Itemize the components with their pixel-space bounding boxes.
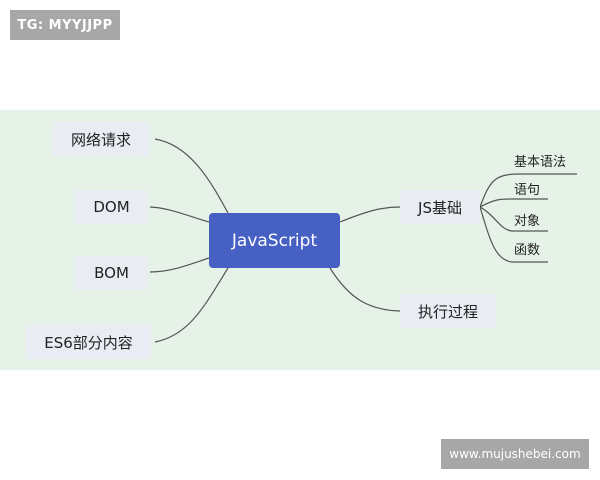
link-basic-syntax — [479, 173, 577, 208]
sub-object: 对象 — [514, 214, 541, 229]
link-exec — [329, 267, 401, 312]
link-statement — [479, 198, 548, 208]
node-bom: BOM — [75, 256, 148, 290]
node-execution-process: 执行过程 — [400, 294, 496, 328]
watermark-top: TG: MYYJJPP — [10, 10, 120, 40]
link-object — [479, 206, 548, 232]
sub-function: 函数 — [514, 243, 541, 258]
link-es6 — [154, 267, 229, 343]
node-es6: ES6部分内容 — [26, 325, 151, 359]
link-function — [479, 206, 548, 263]
node-network-request: 网络请求 — [53, 122, 149, 156]
link-jsbasics — [339, 206, 401, 223]
link-network — [154, 138, 229, 214]
sub-statement: 语句 — [514, 183, 541, 198]
root-node: JavaScript — [209, 213, 340, 268]
watermark-bottom: www.mujushebei.com — [441, 439, 589, 469]
sub-basic-syntax: 基本语法 — [514, 155, 567, 170]
link-bom — [149, 257, 210, 273]
node-js-basics: JS基础 — [400, 190, 480, 224]
link-dom — [149, 206, 210, 223]
node-dom: DOM — [75, 190, 148, 224]
